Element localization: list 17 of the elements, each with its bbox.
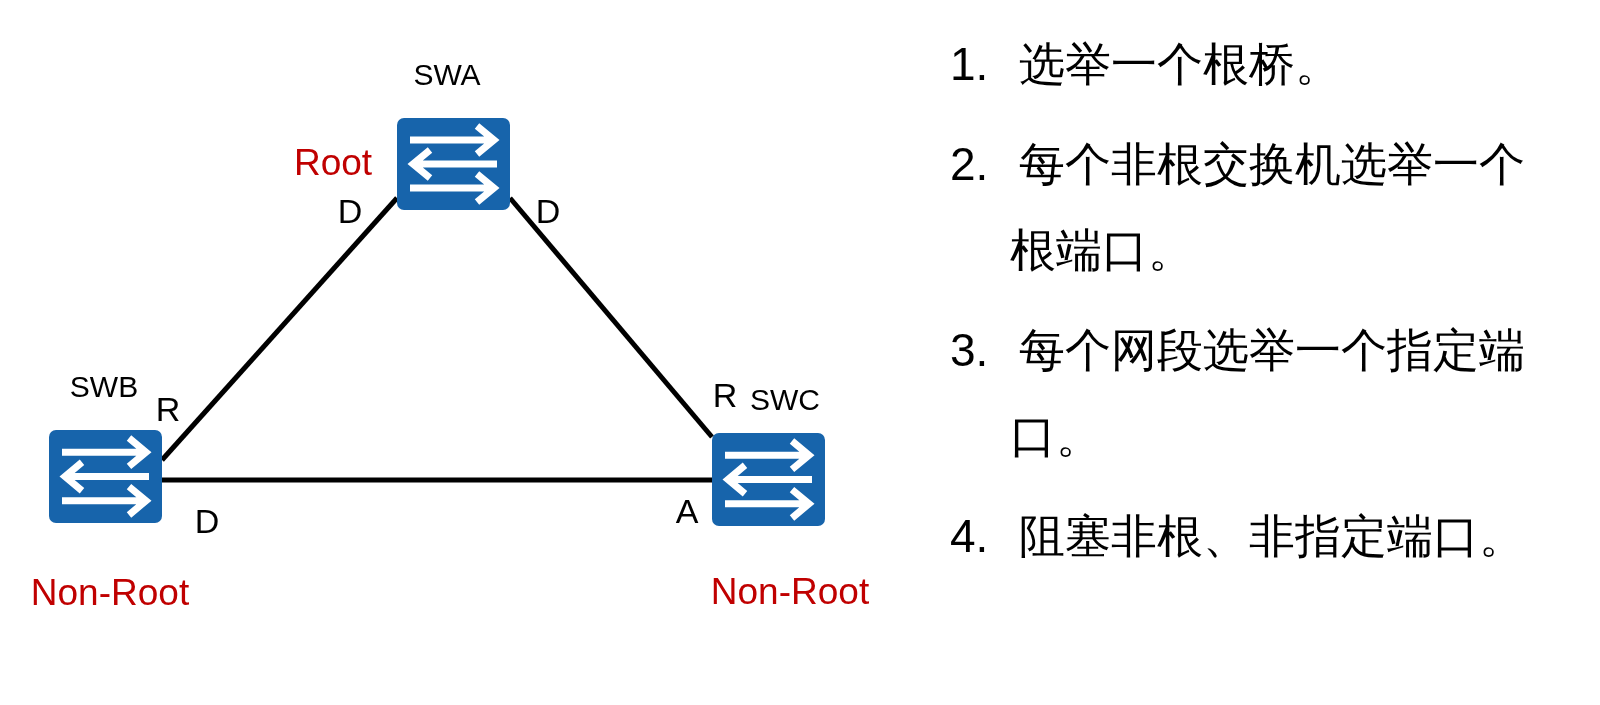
port-label: D [194,504,220,540]
port-label: R [155,392,181,428]
role-label: Root [293,143,373,183]
device-label: SWC [750,382,820,418]
step-text: 4. 阻塞非根、非指定端口。 [950,509,1527,564]
port-label: R [712,378,738,414]
port-label: D [535,194,561,230]
role-label: Non-Root [30,573,190,613]
link-line [162,477,712,483]
device-label: SWB [69,369,139,405]
port-label: D [337,194,363,230]
device-label: SWA [413,57,481,93]
port-label: A [675,494,699,530]
role-label: Non-Root [710,572,870,612]
step-text: 3. 每个网段选举一个指定端口。 [950,323,1527,464]
step-text: 2. 每个非根交换机选举一个根端口。 [950,137,1527,278]
step-text: 1. 选举一个根桥。 [950,37,1343,92]
